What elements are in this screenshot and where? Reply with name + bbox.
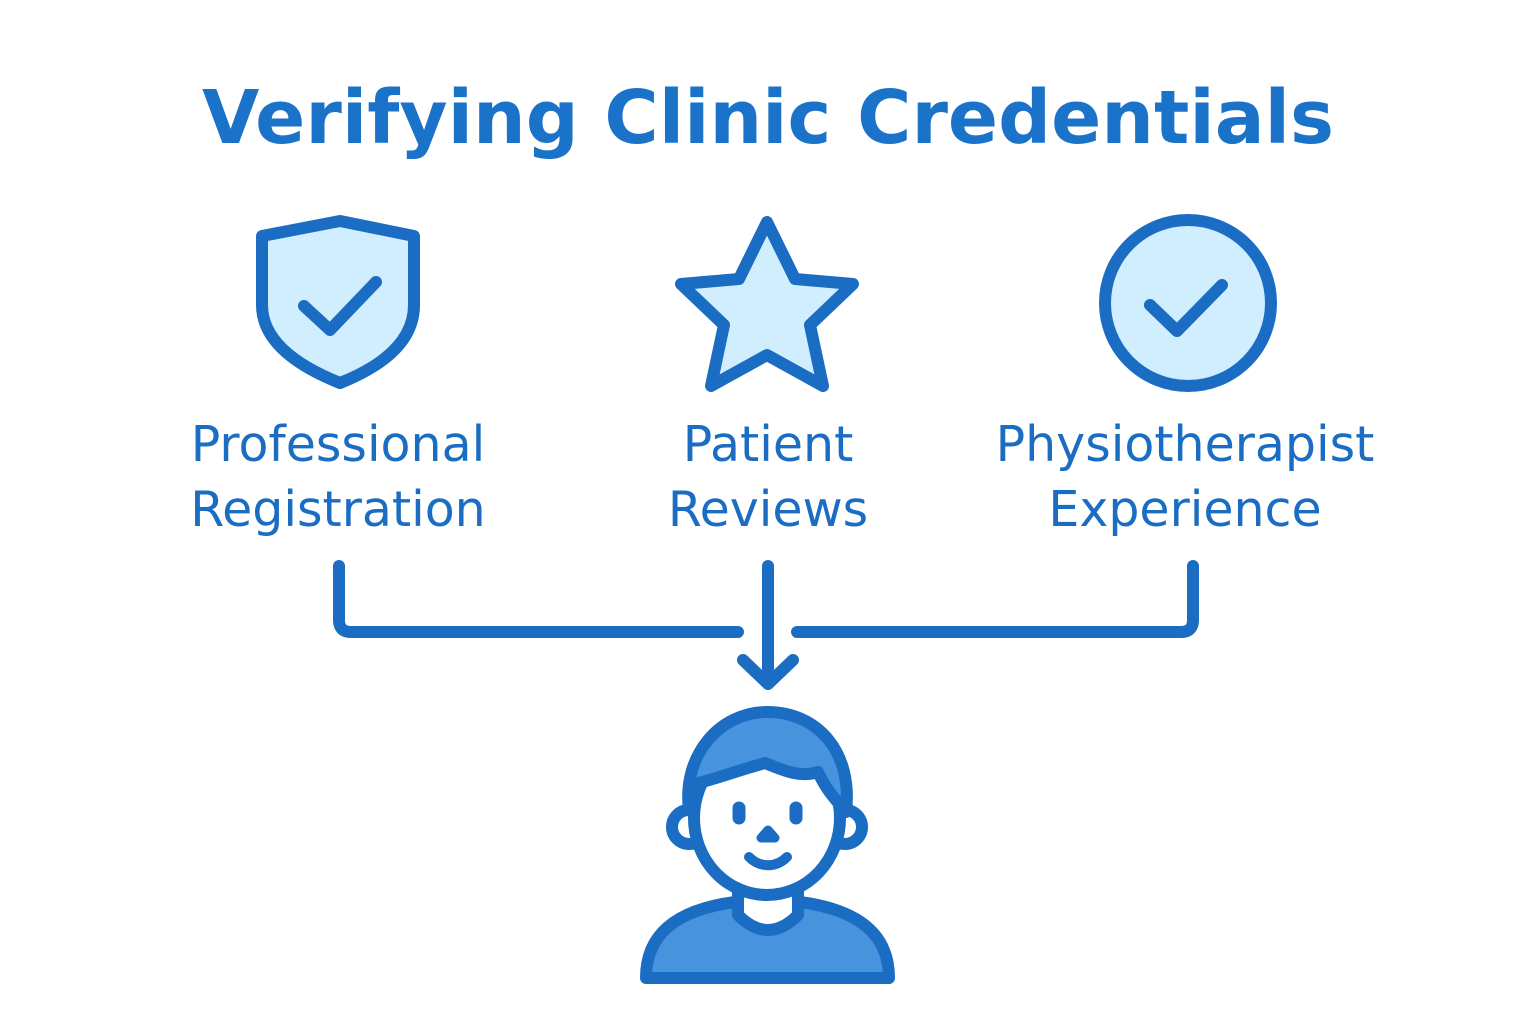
- label-professional-registration: Professional Registration: [138, 412, 538, 542]
- star-icon: [675, 216, 859, 392]
- label-line-1: Physiotherapist: [995, 416, 1375, 473]
- label-line-2: Reviews: [667, 481, 869, 538]
- label-physiotherapist-experience: Physiotherapist Experience: [960, 412, 1410, 542]
- person-nose: [756, 825, 780, 843]
- connector-lines: [333, 560, 1199, 690]
- label-line-1: Professional: [190, 416, 486, 473]
- label-patient-reviews: Patient Reviews: [568, 412, 968, 542]
- shield-check-icon: [256, 215, 420, 389]
- label-line-2: Registration: [190, 481, 486, 538]
- person-smile: [744, 852, 792, 871]
- left-connector: [333, 560, 744, 638]
- diagram-title: Verifying Clinic Credentials: [201, 75, 1335, 161]
- right-connector: [791, 560, 1199, 638]
- person-icon: [640, 706, 895, 984]
- label-line-2: Experience: [1048, 481, 1322, 538]
- label-line-1: Patient: [682, 416, 854, 473]
- check-circle-icon: [1099, 214, 1277, 392]
- person-hair: [682, 706, 853, 818]
- arrow-head-icon: [737, 654, 799, 690]
